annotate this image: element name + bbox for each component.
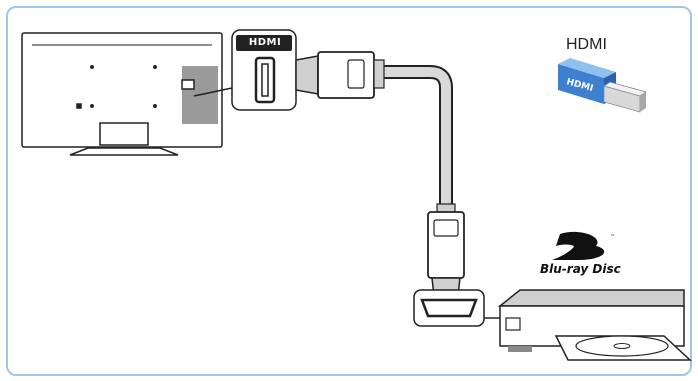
hdmi-plug-icon: HDMI	[558, 58, 647, 113]
hdmi-port-icon	[231, 29, 297, 111]
tv-back-icon	[21, 32, 233, 156]
disc-icon	[554, 335, 692, 361]
bluray-tm: ™	[610, 234, 615, 240]
player-hdmi-port-icon	[413, 289, 500, 327]
hdmi-port-label: HDMI	[248, 37, 282, 48]
hdmi-cable-icon	[295, 51, 465, 297]
diagram-frame	[6, 6, 692, 376]
bluray-logo-icon: ™	[552, 231, 615, 260]
hdmi-caption: HDMI	[566, 36, 607, 53]
bluray-logo-text: Blu-ray Disc	[540, 262, 621, 276]
